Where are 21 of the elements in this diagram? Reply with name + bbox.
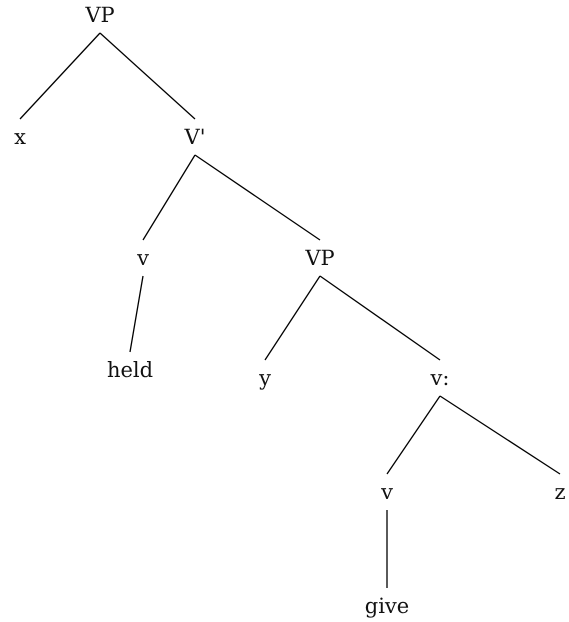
tree-branch: [100, 32, 196, 120]
tree-node-label: y: [259, 366, 271, 390]
tree-branch: [386, 396, 441, 474]
tree-branch: [264, 276, 321, 360]
tree-branch: [194, 154, 320, 241]
tree-node-label: VP: [305, 246, 335, 270]
tree-node-label: held: [106, 358, 154, 382]
tree-node-label: VP: [85, 3, 115, 27]
tree-branch: [386, 510, 388, 588]
tree-branch: [20, 32, 100, 120]
tree-node-label: x: [14, 125, 26, 149]
tree-node-label: z: [554, 480, 566, 504]
tree-branch: [129, 276, 144, 352]
tree-node-label: v:: [430, 366, 450, 390]
tree-branch: [142, 154, 196, 240]
tree-branch: [440, 395, 560, 475]
tree-node-label: v: [137, 246, 149, 270]
tree-node-label: give: [364, 594, 410, 618]
tree-node-label: V': [184, 125, 206, 149]
tree-node-label: v: [381, 480, 393, 504]
tree-branch: [320, 275, 440, 361]
